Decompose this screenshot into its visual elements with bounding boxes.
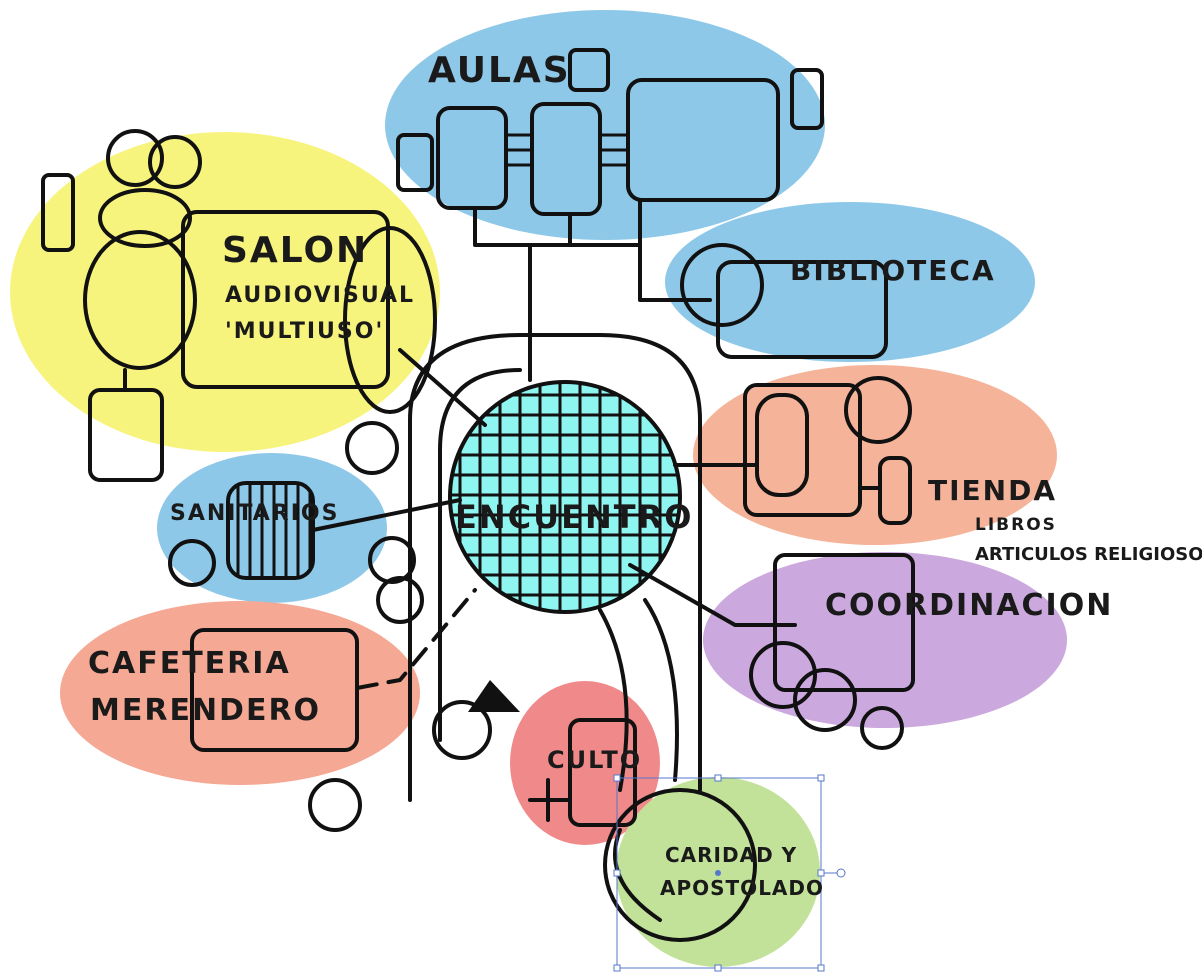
label-cafeteria-2: MERENDERO [90,693,321,728]
label-caridad-2: APOSTOLADO [660,876,824,900]
circulation-path [408,333,702,802]
label-culto: CULTO [547,746,642,774]
label-tienda-sub2: ARTICULOS RELIGIOSOS [975,544,1202,565]
label-aulas: AULAS [428,50,571,91]
label-salon-3: 'MULTIUSO' [225,319,384,344]
label-sanitarios: SANITARIOS [170,501,339,526]
zone-coordinacion [703,552,1067,728]
zone-tienda [693,365,1057,545]
selection-frame[interactable] [613,774,846,972]
zone-sanitarios [157,453,387,603]
label-tienda: TIENDA [928,474,1057,507]
label-caridad-1: CARIDAD Y [665,843,797,867]
encuentro-grid [450,382,680,612]
label-encuentro: ENCUENTRO [455,498,693,536]
entrance-triangle [468,680,520,712]
label-cafeteria-1: CAFETERIA [88,646,291,681]
zone-biblioteca [665,202,1035,362]
label-salon-2: AUDIOVISUAL [225,283,415,308]
label-salon-1: SALON [222,230,368,271]
zone-aulas [385,10,825,240]
label-tienda-sub1: LIBROS [975,515,1057,535]
label-coordinacion: COORDINACION [825,588,1113,623]
zone-cafeteria [60,601,420,785]
label-biblioteca: BIBLIOTECA [790,254,996,287]
